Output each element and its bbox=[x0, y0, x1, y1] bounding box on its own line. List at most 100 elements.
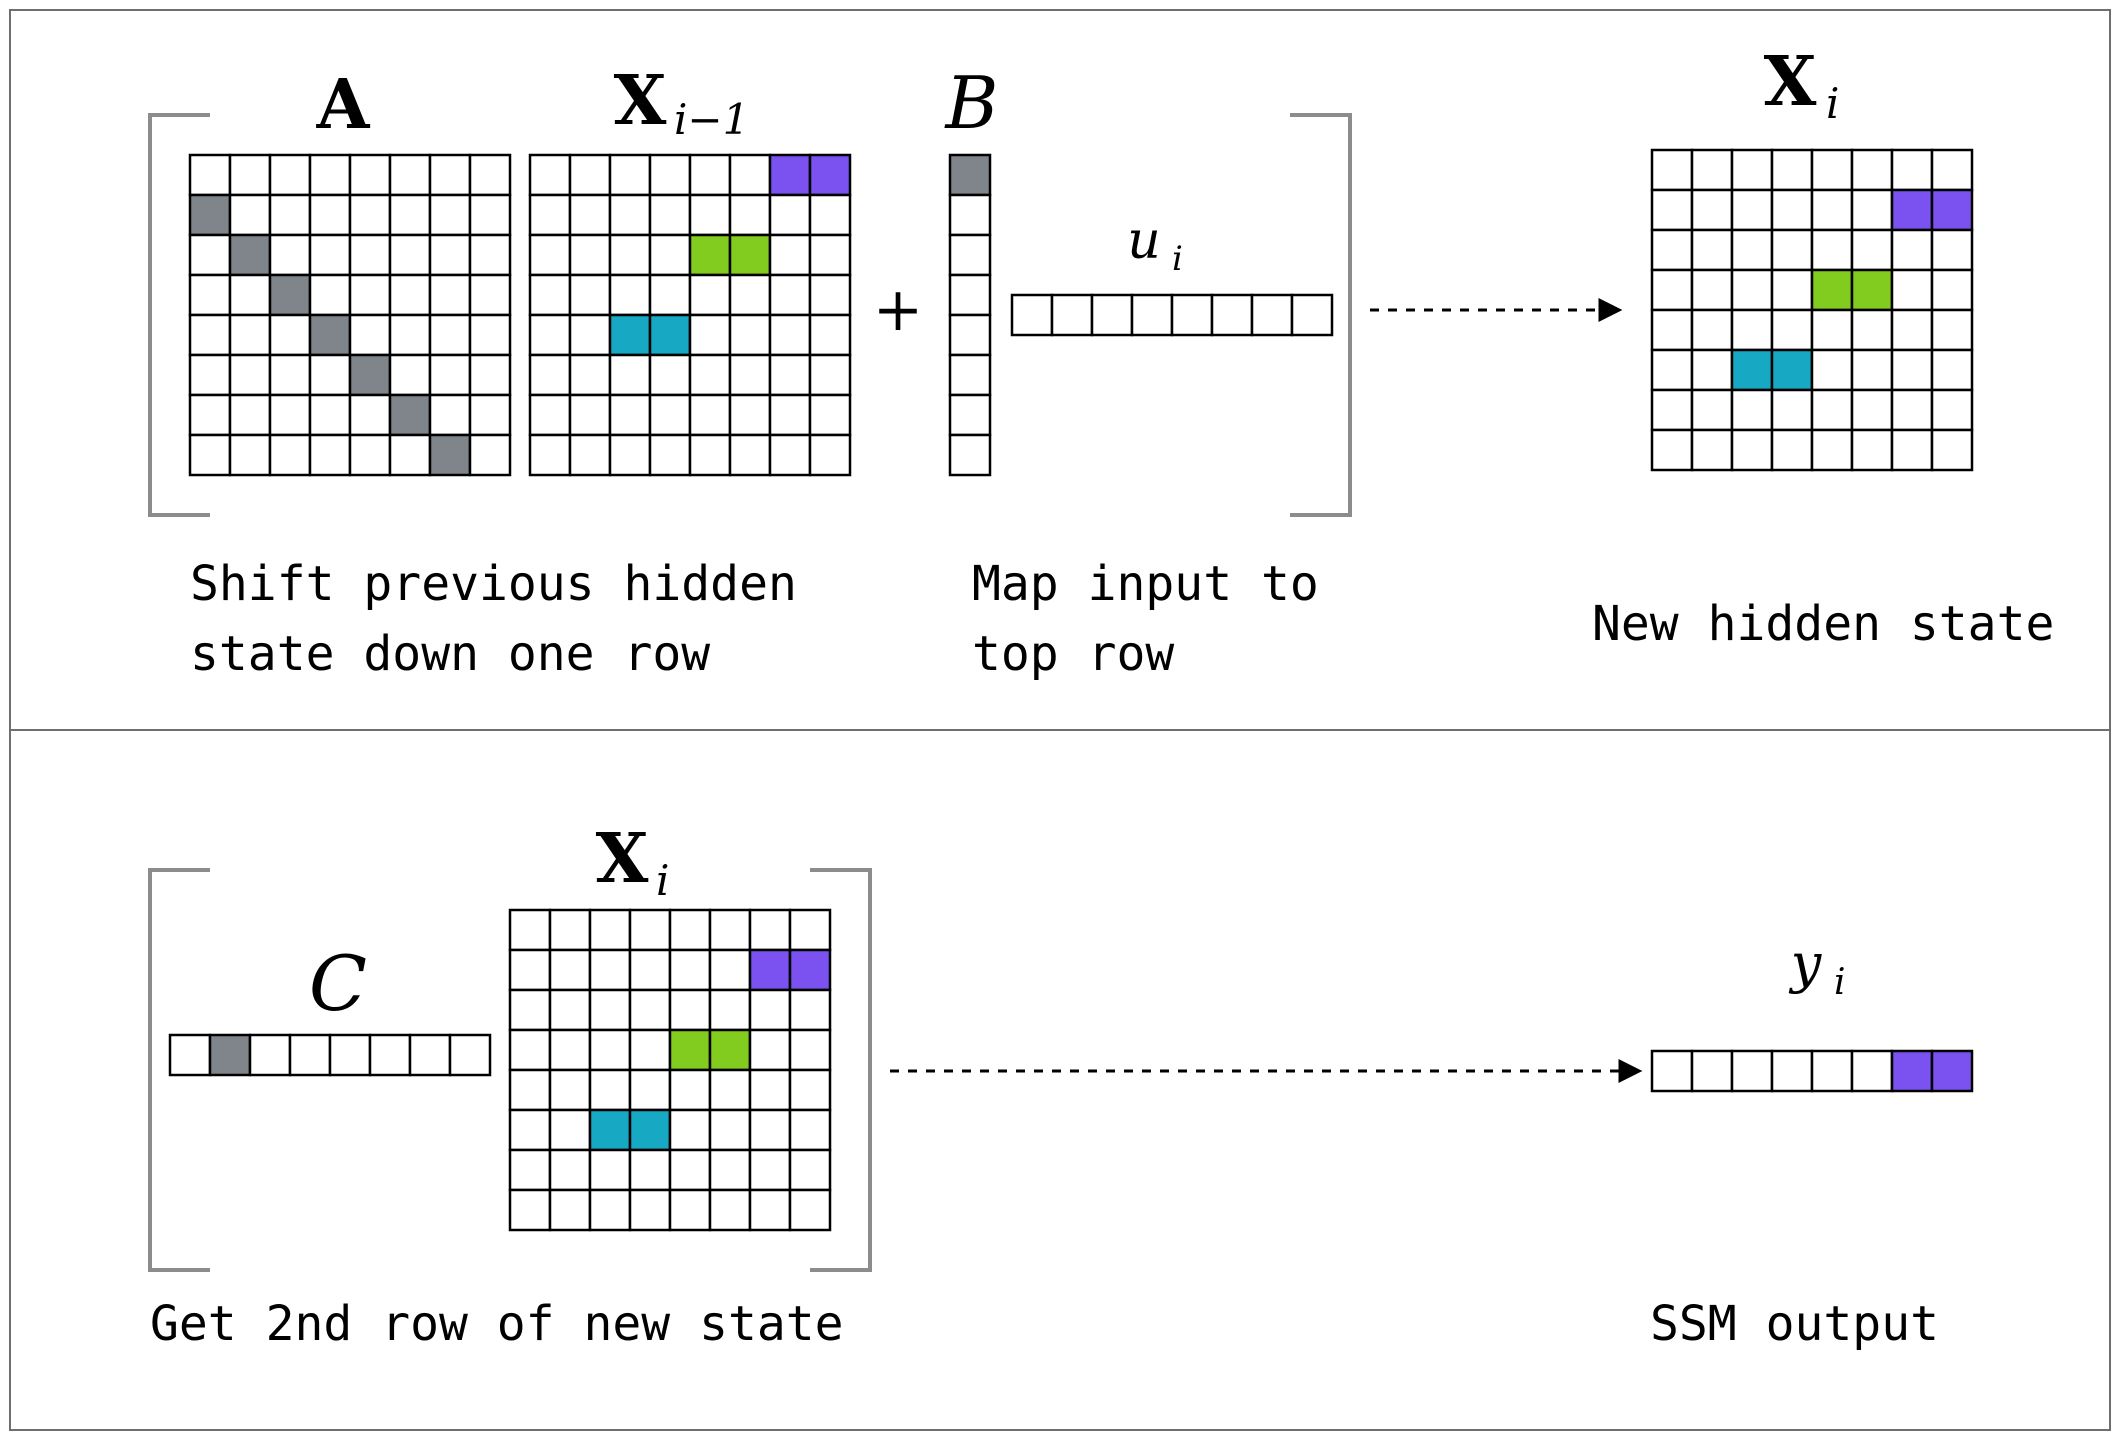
grid-cell bbox=[388, 433, 432, 477]
caption-shift-line1: Shift previous hidden bbox=[190, 556, 797, 612]
grid-cell bbox=[708, 1028, 752, 1072]
grid-cell bbox=[348, 393, 392, 437]
grid-cell bbox=[1770, 268, 1814, 312]
grid-cell bbox=[568, 233, 612, 277]
grid-cell bbox=[508, 1108, 552, 1152]
grid-cell bbox=[208, 1033, 252, 1077]
grid-cell bbox=[788, 908, 832, 952]
grid-cell bbox=[1690, 1049, 1734, 1093]
grid-cell bbox=[748, 1148, 792, 1192]
grid-cell bbox=[1850, 308, 1894, 352]
grid-cell bbox=[388, 393, 432, 437]
grid-cell bbox=[468, 233, 512, 277]
grid-cell bbox=[728, 233, 772, 277]
grid-cell bbox=[768, 353, 812, 397]
grid-cell bbox=[768, 313, 812, 357]
grid-cell bbox=[768, 193, 812, 237]
grid-cell bbox=[1890, 348, 1934, 392]
grid-cell bbox=[808, 233, 852, 277]
grid-cell bbox=[308, 153, 352, 197]
grid-cell bbox=[648, 193, 692, 237]
grid-cell bbox=[228, 313, 272, 357]
grid-cell bbox=[608, 433, 652, 477]
matrix-x-prev-subscript: i−1 bbox=[674, 95, 749, 144]
grid-cell bbox=[688, 273, 732, 317]
grid-cell bbox=[1890, 228, 1934, 272]
grid-cell bbox=[348, 313, 392, 357]
grid-cell bbox=[668, 988, 712, 1032]
grid-cell bbox=[548, 1068, 592, 1112]
grid-cell bbox=[1730, 348, 1774, 392]
grid-cell bbox=[228, 193, 272, 237]
grid-cell bbox=[388, 353, 432, 397]
grid-cell bbox=[468, 393, 512, 437]
grid-cell bbox=[1690, 308, 1734, 352]
grid-cell bbox=[1770, 188, 1814, 232]
top-right-bracket bbox=[1290, 113, 1352, 517]
grid-cell bbox=[168, 1033, 212, 1077]
grid-cell bbox=[1770, 228, 1814, 272]
grid-cell bbox=[588, 908, 632, 952]
grid-cell bbox=[268, 433, 312, 477]
grid-cell bbox=[308, 353, 352, 397]
grid-cell bbox=[588, 1148, 632, 1192]
grid-cell bbox=[1730, 268, 1774, 312]
grid-cell bbox=[608, 153, 652, 197]
caption-get-row: Get 2nd row of new state bbox=[150, 1296, 844, 1352]
grid-cell bbox=[528, 233, 572, 277]
grid-cell bbox=[188, 353, 232, 397]
matrix-x-prev-grid bbox=[528, 153, 852, 477]
grid-cell bbox=[228, 233, 272, 277]
grid-cell bbox=[1090, 293, 1134, 337]
matrix-x-label: X bbox=[596, 819, 649, 899]
grid-cell bbox=[1730, 188, 1774, 232]
grid-cell bbox=[188, 193, 232, 237]
grid-cell bbox=[188, 233, 232, 277]
grid-cell bbox=[268, 273, 312, 317]
grid-cell bbox=[268, 393, 312, 437]
grid-cell bbox=[228, 353, 272, 397]
grid-cell bbox=[648, 313, 692, 357]
grid-cell bbox=[1810, 388, 1854, 432]
grid-cell bbox=[1930, 268, 1974, 312]
caption-map-line2: top row bbox=[972, 626, 1174, 682]
grid-cell bbox=[768, 393, 812, 437]
grid-cell bbox=[748, 1188, 792, 1232]
grid-cell bbox=[668, 908, 712, 952]
grid-cell bbox=[1650, 148, 1694, 192]
grid-cell bbox=[668, 1148, 712, 1192]
grid-cell bbox=[1810, 308, 1854, 352]
grid-cell bbox=[1890, 388, 1934, 432]
grid-cell bbox=[268, 153, 312, 197]
grid-cell bbox=[628, 1028, 672, 1072]
grid-cell bbox=[288, 1033, 332, 1077]
grid-cell bbox=[568, 433, 612, 477]
grid-cell bbox=[1690, 228, 1734, 272]
grid-cell bbox=[628, 948, 672, 992]
grid-cell bbox=[1690, 188, 1734, 232]
grid-cell bbox=[308, 273, 352, 317]
grid-cell bbox=[1930, 228, 1974, 272]
grid-cell bbox=[1930, 1049, 1974, 1093]
grid-cell bbox=[1690, 388, 1734, 432]
grid-cell bbox=[708, 1068, 752, 1112]
grid-cell bbox=[728, 193, 772, 237]
grid-cell bbox=[748, 948, 792, 992]
grid-cell bbox=[528, 273, 572, 317]
grid-cell bbox=[428, 433, 472, 477]
grid-cell bbox=[748, 1028, 792, 1072]
vector-y-grid bbox=[1650, 1049, 1974, 1093]
grid-cell bbox=[468, 353, 512, 397]
grid-cell bbox=[568, 353, 612, 397]
grid-cell bbox=[588, 1068, 632, 1112]
grid-cell bbox=[1690, 428, 1734, 472]
grid-cell bbox=[228, 153, 272, 197]
grid-cell bbox=[788, 1108, 832, 1152]
grid-cell bbox=[188, 433, 232, 477]
grid-cell bbox=[1930, 428, 1974, 472]
grid-cell bbox=[768, 273, 812, 317]
grid-cell bbox=[1850, 228, 1894, 272]
grid-cell bbox=[1930, 188, 1974, 232]
grid-cell bbox=[788, 1068, 832, 1112]
matrix-a-grid bbox=[188, 153, 512, 477]
